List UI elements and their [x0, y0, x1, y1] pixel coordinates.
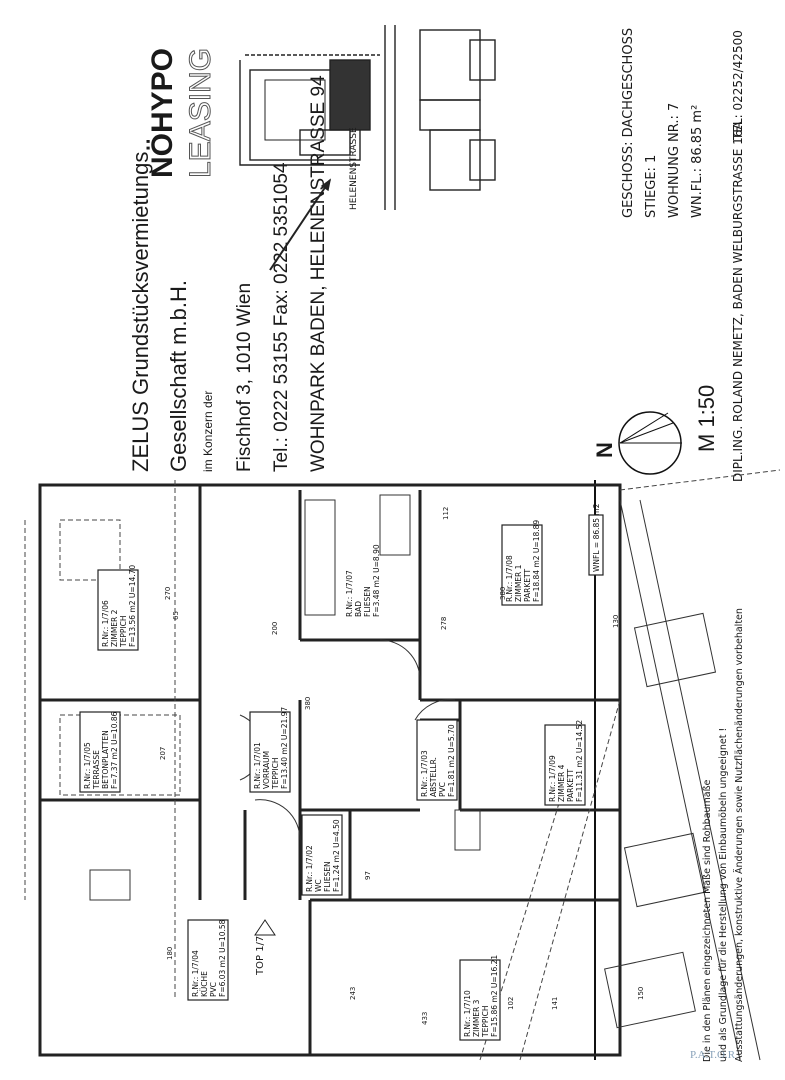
- svg-text:FLIESEN: FLIESEN: [363, 586, 372, 617]
- svg-text:130: 130: [612, 615, 620, 628]
- svg-text:ZIMMER 4: ZIMMER 4: [557, 764, 566, 802]
- svg-text:F=3.48 m2 U=8.90: F=3.48 m2 U=8.90: [372, 544, 381, 617]
- svg-text:F=11.31 m2 U=14.52: F=11.31 m2 U=14.52: [575, 720, 584, 802]
- svg-text:TEPPICH: TEPPICH: [271, 758, 280, 790]
- svg-text:207: 207: [159, 747, 167, 760]
- svg-text:R.Nr.: 1/7/05: R.Nr.: 1/7/05: [83, 742, 92, 789]
- dimension-labels: 270 65 200 380 207 380 278 112 180 141 2…: [159, 507, 645, 1025]
- scale: M 1:50: [694, 385, 719, 452]
- svg-text:PARKETT: PARKETT: [566, 769, 575, 802]
- svg-text:R.Nr.: 1/7/10: R.Nr.: 1/7/10: [463, 990, 472, 1037]
- svg-text:R.Nr.: 1/7/09: R.Nr.: 1/7/09: [548, 755, 557, 802]
- svg-text:TERRASSE: TERRASSE: [92, 750, 101, 790]
- svg-text:PVC: PVC: [209, 982, 218, 997]
- project-name: WOHNPARK BADEN, HELENENSTRASSE 94: [308, 75, 329, 472]
- unit-label: TOP 1/7: [254, 919, 276, 976]
- living-area: WN.FL.: 86.85 m²: [690, 105, 705, 218]
- company-name: ZELUS Grundstücksvermietungs: [128, 152, 153, 472]
- plan-notes: Die in den Plänen eingezeichneten Maße s…: [702, 608, 745, 1062]
- svg-text:PVC: PVC: [438, 782, 447, 797]
- svg-text:112: 112: [442, 507, 450, 520]
- company-header: ZELUS Grundstücksvermietungs Gesellschaf…: [128, 75, 329, 472]
- svg-text:BAD: BAD: [354, 601, 363, 617]
- architect: DIPL.ING. ROLAND NEMETZ, BADEN WELBURGST…: [731, 121, 745, 482]
- svg-text:243: 243: [349, 987, 357, 1000]
- svg-text:F=1.24 m2 U=4.50: F=1.24 m2 U=4.50: [332, 819, 341, 892]
- staircase: STIEGE: 1: [644, 155, 659, 218]
- svg-text:WC: WC: [314, 879, 323, 892]
- svg-text:R.Nr.: 1/7/08: R.Nr.: 1/7/08: [505, 555, 514, 602]
- svg-text:R.Nr.: 1/7/07: R.Nr.: 1/7/07: [345, 570, 354, 617]
- svg-text:BETONPLATTEN: BETONPLATTEN: [101, 730, 110, 789]
- svg-text:97: 97: [364, 871, 372, 880]
- svg-text:FLIESEN: FLIESEN: [323, 861, 332, 892]
- svg-text:65: 65: [172, 611, 180, 620]
- svg-text:R.Nr.: 1/7/04: R.Nr.: 1/7/04: [191, 950, 200, 997]
- svg-text:F=15.86 m2 U=16.21: F=15.86 m2 U=16.21: [490, 955, 499, 1037]
- svg-text:ZIMMER 3: ZIMMER 3: [472, 999, 481, 1037]
- svg-text:TEPPICH: TEPPICH: [119, 616, 128, 648]
- svg-text:R.Nr.: 1/7/02: R.Nr.: 1/7/02: [305, 845, 314, 892]
- watermark-logo: P.A.T.O.R: [690, 1049, 736, 1061]
- svg-text:VORRAUM: VORRAUM: [262, 751, 271, 789]
- svg-text:141: 141: [551, 997, 559, 1010]
- company-form: Gesellschaft m.b.H.: [166, 280, 191, 472]
- svg-text:TEPPICH: TEPPICH: [481, 1006, 490, 1038]
- floor-level: GESCHOSS: DACHGESCHOSS: [621, 28, 636, 218]
- svg-text:ZIMMER 1: ZIMMER 1: [514, 564, 523, 602]
- apartment-info: GESCHOSS: DACHGESCHOSS STIEGE: 1 WOHNUNG…: [594, 28, 745, 1060]
- note-line: und als Grundlage für die Herstellung vo…: [718, 728, 729, 1062]
- svg-text:R.Nr.: 1/7/06: R.Nr.: 1/7/06: [101, 600, 110, 647]
- total-area-label: WNFL = 86.85 m2: [588, 503, 604, 576]
- svg-text:KÜCHE: KÜCHE: [200, 971, 209, 997]
- group-note: im Konzern der: [201, 391, 215, 472]
- svg-text:TOP 1/7: TOP 1/7: [255, 936, 266, 976]
- svg-text:F=6.03 m2 U=10.58: F=6.03 m2 U=10.58: [218, 919, 227, 997]
- svg-text:433: 433: [421, 1012, 429, 1025]
- company-phone-fax: Tel.: 0222 53155 Fax: 0222 5351054: [271, 162, 292, 472]
- svg-text:WNFL = 86.85 m2: WNFL = 86.85 m2: [592, 503, 601, 572]
- noehypo-logo: NÖHYPO LEASING: [146, 47, 218, 178]
- north-icon: N: [592, 442, 617, 458]
- svg-text:F=13.56 m2 U=14.70: F=13.56 m2 U=14.70: [128, 565, 137, 647]
- north-compass: N: [592, 411, 682, 475]
- svg-text:380: 380: [499, 587, 507, 600]
- svg-text:150: 150: [637, 987, 645, 1000]
- svg-text:278: 278: [440, 617, 448, 630]
- svg-text:PARKETT: PARKETT: [523, 569, 532, 602]
- svg-text:F=18.84 m2 U=18.89: F=18.84 m2 U=18.89: [532, 520, 541, 602]
- architect-phone: TEL: 02252/42500: [731, 30, 745, 141]
- site-street-label: HELENENSTRASSE: [349, 127, 359, 210]
- note-line: Die in den Plänen eingezeichneten Maße s…: [702, 779, 713, 1062]
- svg-text:380: 380: [304, 697, 312, 710]
- svg-text:200: 200: [271, 622, 279, 635]
- svg-text:102: 102: [507, 997, 515, 1010]
- svg-text:LEASING: LEASING: [184, 48, 217, 178]
- svg-text:F=7.37 m2 U=10.86: F=7.37 m2 U=10.86: [110, 711, 119, 789]
- svg-text:R.Nr.: 1/7/03: R.Nr.: 1/7/03: [420, 750, 429, 797]
- svg-text:F=1.81 m2 U=5.70: F=1.81 m2 U=5.70: [447, 724, 456, 797]
- svg-text:ZIMMER 2: ZIMMER 2: [110, 609, 119, 647]
- apartment-number: WOHNUNG NR.: 7: [667, 103, 682, 218]
- site-plan: HELENENSTRASSE: [239, 25, 496, 271]
- svg-text:R.Nr.: 1/7/01: R.Nr.: 1/7/01: [253, 742, 262, 789]
- svg-text:F=13.40 m2 U=21.97: F=13.40 m2 U=21.97: [280, 707, 289, 789]
- svg-text:180: 180: [166, 947, 174, 960]
- company-address: Fischhof 3, 1010 Wien: [234, 283, 255, 472]
- svg-text:ABSTELLR.: ABSTELLR.: [429, 757, 438, 797]
- note-line: Ausstattungsänderungen, konstruktive Änd…: [734, 608, 745, 1062]
- svg-text:NÖHYPO: NÖHYPO: [146, 48, 179, 178]
- svg-text:270: 270: [164, 587, 172, 600]
